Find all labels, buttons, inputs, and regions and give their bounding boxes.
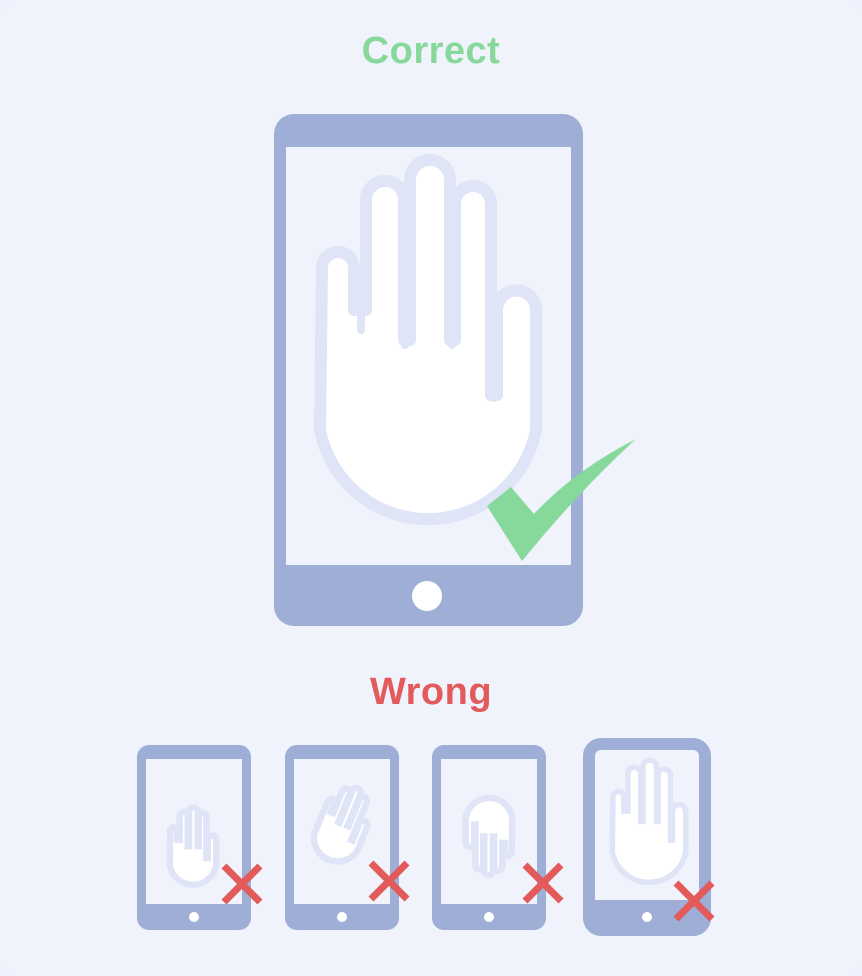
wrong-tablet-3 — [432, 745, 564, 930]
wrong-tablet-1 — [137, 745, 263, 930]
x-mark-icon — [522, 862, 564, 904]
x-mark-icon — [221, 863, 263, 905]
hand-icon — [612, 760, 685, 882]
hand-icon — [320, 160, 536, 519]
correct-title: Correct — [361, 30, 501, 72]
correct-tablet — [274, 114, 636, 626]
wrong-title: Wrong — [369, 671, 493, 713]
home-button — [412, 581, 442, 611]
hand-icon — [466, 798, 512, 875]
home-button — [189, 912, 199, 922]
x-mark-icon — [673, 880, 715, 922]
wrong-tablet-4 — [583, 738, 715, 936]
home-button — [642, 912, 652, 922]
checkmark-icon — [487, 439, 636, 561]
wrong-tablet-2 — [285, 745, 410, 930]
home-button — [484, 912, 494, 922]
home-button — [337, 912, 347, 922]
x-mark-icon — [368, 860, 410, 902]
hand-icon — [170, 808, 216, 885]
